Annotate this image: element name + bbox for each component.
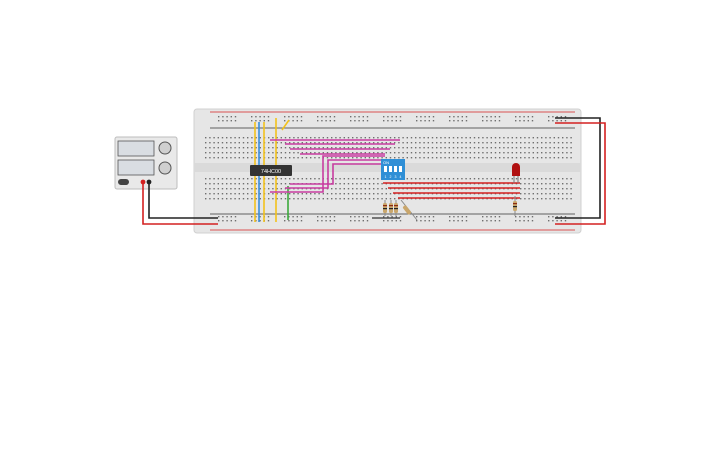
- dip-toggle-3[interactable]: [394, 166, 397, 172]
- resistor-4: [400, 199, 418, 221]
- dip-switch-number: 2: [390, 175, 392, 179]
- wire-supply-ground: [148, 184, 218, 219]
- wire-yellow-4: [281, 119, 290, 131]
- resistors[interactable]: [372, 196, 517, 221]
- dip-switch-on-label: ON: [383, 160, 389, 165]
- power-switch[interactable]: [118, 179, 129, 185]
- resistor-1: [383, 200, 387, 216]
- wire-magenta-7: [290, 163, 395, 185]
- current-display: [117, 159, 155, 176]
- wire-magenta-5: [270, 155, 385, 193]
- dip-toggle-2[interactable]: [389, 166, 392, 172]
- current-knob-icon[interactable]: [158, 161, 172, 175]
- wire-ground-bridge: [555, 117, 601, 219]
- dip-switch-number: 1: [385, 175, 387, 179]
- dip-toggle-4[interactable]: [399, 166, 402, 172]
- resistor-5: [513, 196, 517, 216]
- red-led-icon[interactable]: [512, 163, 520, 183]
- wire-magenta-6: [285, 159, 390, 189]
- chip-label: 74HC00: [261, 169, 281, 175]
- ic-chip-icon[interactable]: 74HC00: [250, 165, 292, 176]
- wire-power-bridge: [555, 122, 606, 225]
- voltage-knob-icon[interactable]: [158, 141, 172, 155]
- resistor-2: [389, 200, 393, 216]
- power-supply[interactable]: [114, 136, 178, 190]
- dip-toggle-1[interactable]: [384, 166, 387, 172]
- resistor-3: [394, 200, 398, 216]
- voltage-display: [117, 140, 155, 157]
- wire-supply-positive: [142, 184, 218, 225]
- negative-terminal-icon[interactable]: [146, 179, 152, 185]
- dip-switch-number: 4: [400, 175, 402, 179]
- dip-switch-number: 3: [395, 175, 397, 179]
- positive-terminal-icon[interactable]: [140, 179, 146, 185]
